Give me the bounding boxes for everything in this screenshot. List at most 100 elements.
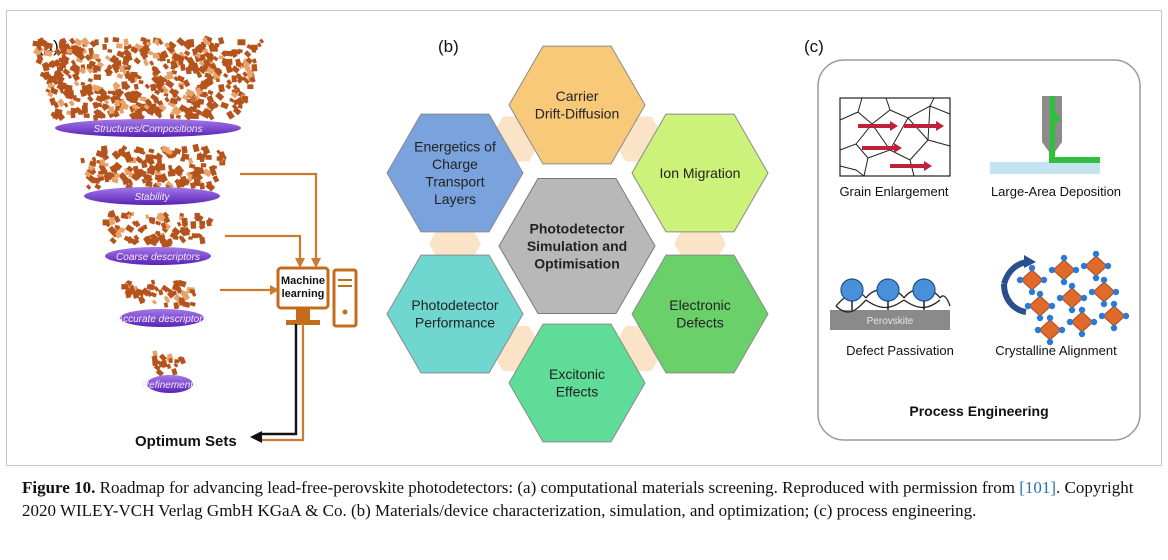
material-particle [47,91,54,98]
material-particle [140,149,146,155]
material-particle [164,79,175,89]
material-particle [168,87,178,96]
hexagon-label: Effects [556,384,599,400]
material-particle [233,49,241,55]
material-particle [153,286,160,292]
material-particle [53,58,61,68]
feedback-arrows [220,172,318,442]
material-particle [252,58,257,64]
optimum-sets-label: Optimum Sets [135,433,237,450]
material-particle [110,54,120,64]
atom [1046,338,1054,346]
material-particle [32,40,41,47]
material-particle [176,37,186,47]
material-particle [235,58,242,66]
atom [1098,312,1106,320]
material-particle [212,55,219,62]
material-particle [189,170,197,180]
caption-reference-link[interactable]: [101] [1019,478,1057,497]
material-particle [212,175,220,183]
material-particle [166,290,175,299]
material-particle [202,37,209,45]
material-particle [247,84,254,89]
material-particle [196,232,203,239]
atom [1092,250,1100,258]
material-particle [157,212,165,221]
material-particle [89,40,97,48]
material-particle [177,279,187,288]
hexagon-label: Excitonic [549,366,605,382]
material-particle [78,110,84,115]
material-particle [93,74,102,80]
material-particle [133,57,141,65]
material-particle [80,157,85,164]
material-particle [151,355,159,364]
material-particle [145,41,152,47]
funnel-layer-label: Refinements [142,380,198,391]
material-particle [196,71,203,79]
material-particle [79,88,87,98]
material-particle [122,48,132,58]
material-particle [214,42,220,48]
material-particle [223,50,231,57]
material-particle [160,85,169,95]
material-particle [63,102,69,108]
material-particle [208,52,215,59]
hexagon-label: Electronic [669,297,730,313]
figure-caption: Figure 10. Roadmap for advancing lead-fr… [22,476,1152,522]
material-particle [169,97,179,105]
material-particle [237,104,243,109]
material-particle [153,164,162,173]
atom [1056,294,1064,302]
material-particle [132,171,142,181]
material-particle [199,53,206,62]
material-particle [151,299,158,305]
material-particle [183,50,191,57]
material-particle [84,170,92,178]
material-particle [62,68,71,76]
material-particle [150,291,157,298]
material-particle [171,290,177,297]
material-particle [87,83,93,90]
material-particle [85,184,92,190]
material-particle [43,41,53,50]
ml-label-1: Machine [281,275,325,287]
material-particle [187,65,194,72]
material-particle [92,101,99,109]
material-particle [122,59,130,66]
material-particle [188,236,193,240]
center-hexagon [498,178,656,314]
grain-enlargement-label: Grain Enlargement [839,184,948,199]
material-particle [156,182,162,187]
hexagon-node [631,254,769,374]
material-particle [32,48,42,57]
material-particle [143,103,150,110]
atom [1078,330,1086,338]
atom [1088,288,1096,296]
material-particle [130,71,138,78]
hexagon-label: Drift-Diffusion [535,106,620,122]
material-particle [114,99,120,107]
material-particle [51,78,59,86]
material-particle [195,44,205,54]
atom [1046,314,1054,322]
material-particle [113,85,118,90]
material-particle [70,112,76,119]
material-particle [128,111,138,121]
material-particle [103,171,114,181]
material-particle [158,103,167,112]
material-particle [130,46,139,54]
material-particle [146,167,156,176]
material-particle [150,279,156,285]
material-particle [62,88,72,99]
funnel-layer-band [105,247,211,265]
material-particle [133,83,139,90]
material-particle [202,58,212,68]
material-particle [125,96,133,103]
material-particle [166,58,171,64]
material-particle [206,77,214,85]
material-particle [45,88,51,93]
material-particle [96,102,103,108]
material-particle [242,58,252,66]
hexagon-node [508,45,646,165]
